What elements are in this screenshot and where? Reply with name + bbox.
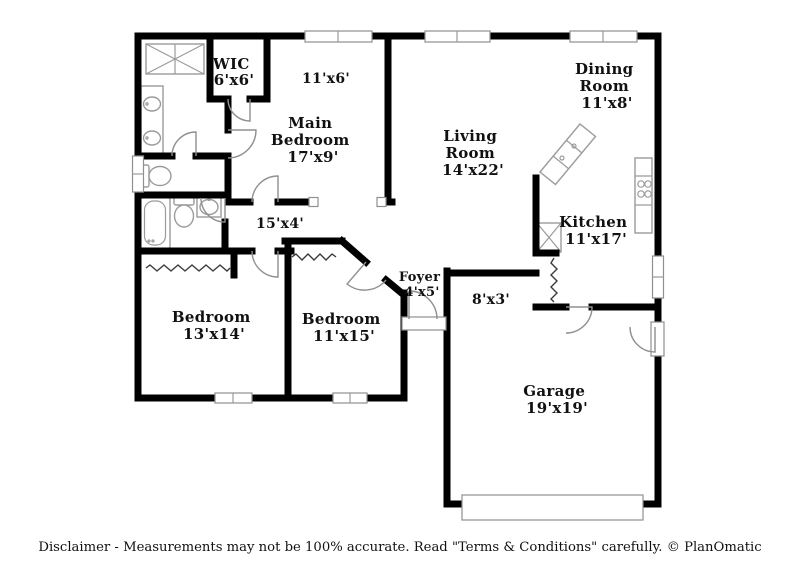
room-label-wic: WIC 6'x6': [212, 55, 255, 89]
door-arc: [251, 250, 279, 278]
room-label-foyer: Foyer 4'x5': [399, 270, 445, 300]
room-label-hallway: 15'x4': [256, 216, 304, 232]
interior-walls: [134, 32, 662, 402]
room-label-bedroom-left: Bedroom 13'x14': [172, 308, 256, 343]
disclaimer-text: Disclaimer - Measurements may not be 100…: [38, 540, 761, 555]
window: [304, 30, 373, 43]
closet-rod: [550, 257, 558, 303]
opening-jamb: [308, 196, 319, 208]
garage-door: [461, 494, 644, 521]
door-arc: [227, 129, 257, 159]
room-label-kitchen: Kitchen 11'x17': [559, 213, 633, 248]
door-arc: [565, 306, 593, 334]
room-label-main-bedroom: Main Bedroom 17'x9': [271, 114, 355, 166]
vanity-sink: [140, 85, 164, 155]
room-label-main-bedroom-nook: 11'x6': [302, 71, 350, 87]
door-arc: [345, 261, 387, 291]
doors: [171, 98, 665, 521]
bathtub: [139, 196, 171, 250]
door-arc: [171, 131, 197, 157]
garage-side-door: [629, 321, 665, 357]
front-door: [401, 290, 447, 331]
closet-rod: [145, 264, 231, 272]
window: [569, 30, 638, 43]
shower: [145, 43, 205, 75]
room-label-bedroom-middle: Bedroom 11'x15': [302, 310, 386, 345]
window: [214, 392, 253, 404]
bathroom-fixtures: [139, 43, 222, 250]
room-label-dining-room: Dining Room 11'x8': [575, 60, 639, 112]
window: [332, 392, 368, 404]
kitchen-island: [539, 123, 597, 186]
room-label-garage: Garage 19'x19': [523, 382, 591, 417]
window: [131, 155, 145, 193]
stove: [634, 157, 653, 234]
toilet: [139, 164, 172, 188]
closet-rod: [291, 253, 337, 261]
door-arc: [251, 175, 279, 203]
windows: [131, 30, 665, 404]
room-label-living-room: Living Room 14'x22': [442, 127, 504, 179]
door-arc: [200, 197, 226, 223]
opening-jamb: [376, 196, 387, 208]
pantry: [536, 222, 562, 253]
door-arc: [227, 98, 251, 122]
kitchen-fixtures: [536, 123, 653, 253]
toilet: [173, 196, 195, 228]
window: [424, 30, 491, 43]
window: [651, 255, 665, 299]
room-label-entry-passage: 8'x3': [472, 292, 510, 308]
